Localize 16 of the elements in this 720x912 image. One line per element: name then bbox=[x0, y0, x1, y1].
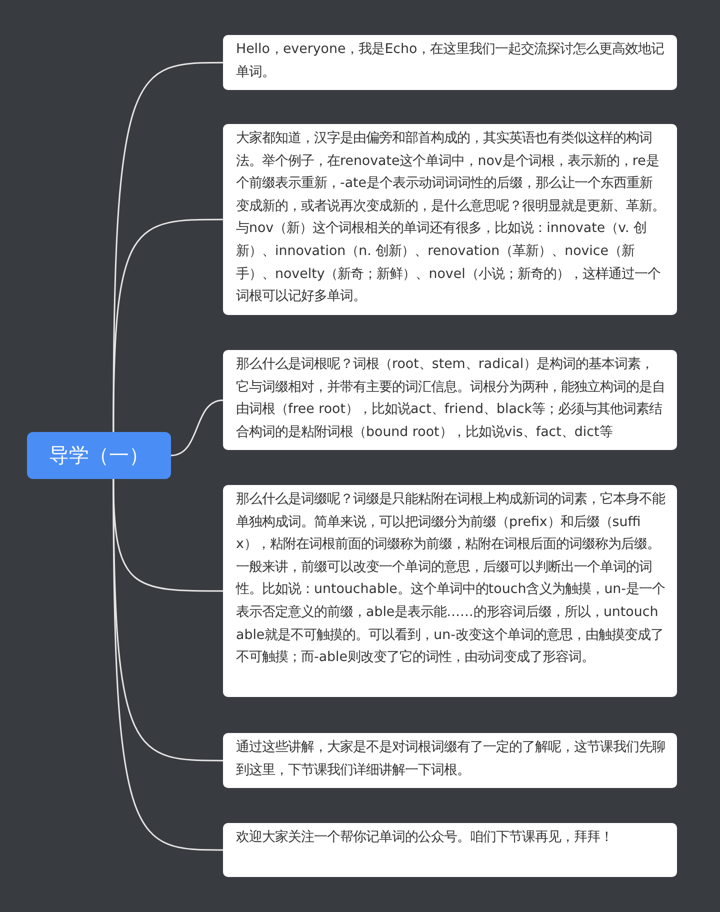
branch-line bbox=[112, 479, 223, 851]
paragraph: 通过这些讲解，大家是不是对词根词缀有了一定的了解呢，这节课我们先聊到这里，下节课我们详细讲解一下词根。 bbox=[236, 738, 665, 780]
text-card bbox=[223, 350, 677, 450]
branch-line bbox=[112, 218, 223, 432]
paragraph: 欢迎大家关注一个帮你记单词的公众号。咱们下节课再见，拜拜！ bbox=[236, 828, 614, 847]
text-card bbox=[223, 733, 677, 788]
paragraph: Hello，everyone，我是Echo，在这里我们一起交流探讨怎么更高效地记单词。 bbox=[236, 40, 665, 82]
text-card bbox=[223, 35, 677, 90]
paragraph: 那么什么是词缀呢？词缀是只能粘附在词根上构成新词的词素，它本身不能单独构成词。简单来说，可以把词缀分为前缀（prefix）和后缀（suffix），粘附在词根前面的词缀称为前缀，粘附在词根后面的词缀称为后缀。一般来讲，前缀可以改变一个单词的意思，后缀可以判断出一个单词的词性。比如说：untouchable。这个单词中的touch含义为触摸，un-是一个表示否定意义的前缀，able是表示能……的形容词后缀，所以，untouchable就是不可触摸的。可以看到，un-改变这个单词的意思，由触摸变成了不可触摸；而-able则改变了它的词性，由动词变成了形容词。 bbox=[236, 490, 665, 668]
paragraph: 那么什么是词根呢？词根（root、stem、radical）是构词的基本词素，它与词缀相对，并带有主要的词汇信息。词根分为两种，能独立构词的是自由词根（free root），比如说act、friend、black等；必须与其他词素结合构词的是粘附词根（bound root），比如说vis、fact、dict等 bbox=[236, 356, 665, 442]
text-card bbox=[223, 485, 677, 697]
topic-box bbox=[27, 432, 171, 479]
topic-title: 导学（一） bbox=[49, 442, 149, 469]
text-card bbox=[223, 823, 677, 877]
branch-line bbox=[170, 399, 224, 456]
paragraph: 大家都知道，汉字是由偏旁和部首构成的，其实英语也有类似这样的构词法。举个例子，在renovate这个单词中，nov是个词根，表示新的，re是个前缀表示重新，-ate是个表示动词词词性的后缀，那么让一个东西重新变成新的，或者说再次变成新的，是什么意思呢？很明显就是更新、革新。与nov（新）这个词根相关的单词还有很多，比如说：innovate（v. 创新）、innovation（n. 创新）、renovation（革新）、novice（新手）、novelty（新奇；新鲜）、novel（小说；新奇的），这样通过一个词根可以记好多单词。 bbox=[236, 130, 665, 306]
